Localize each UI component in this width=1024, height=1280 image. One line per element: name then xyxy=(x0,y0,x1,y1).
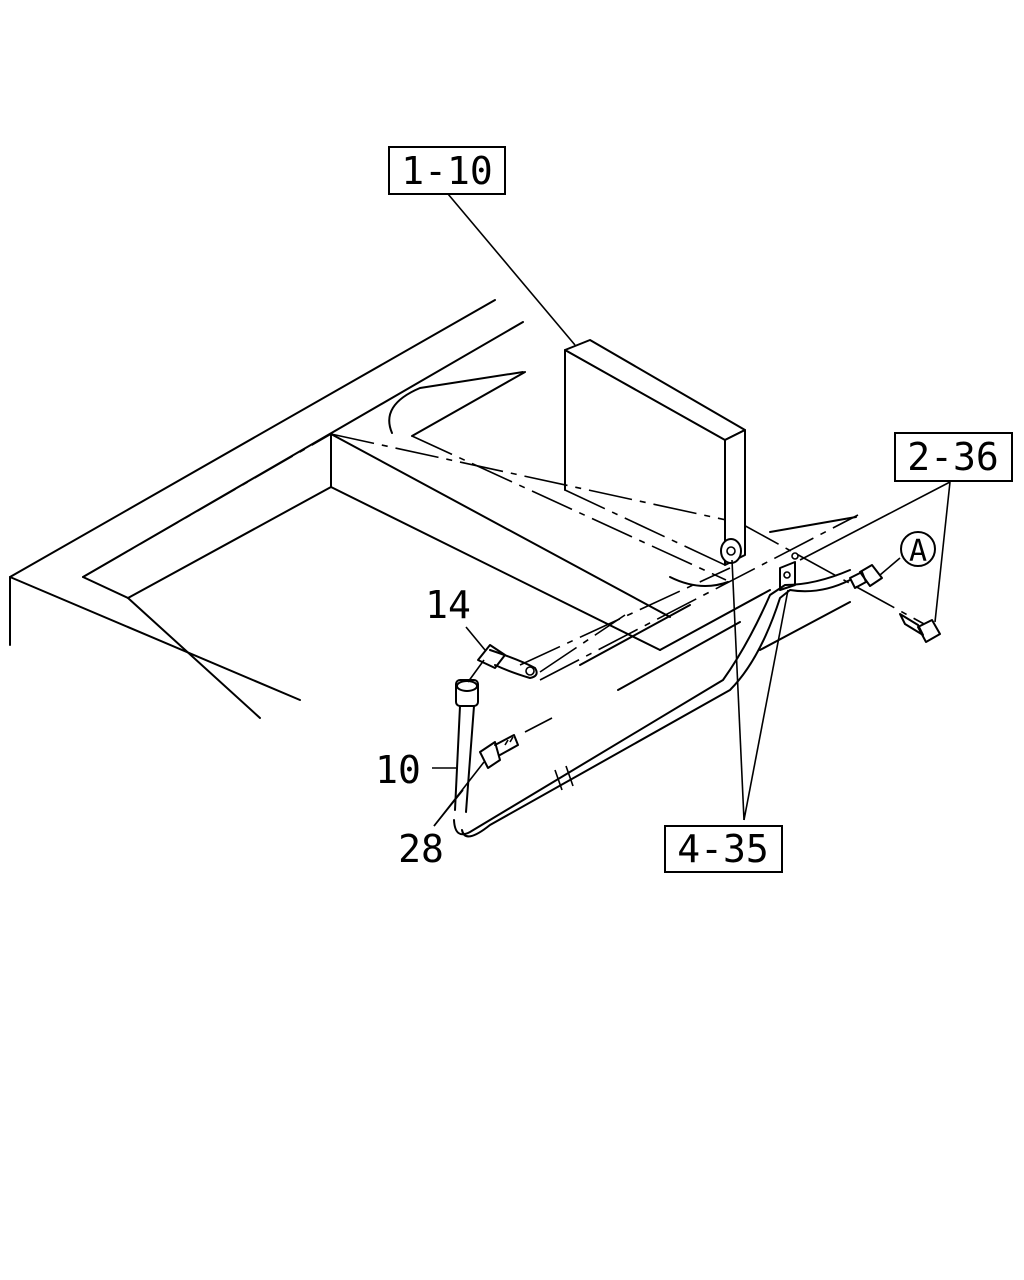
hose-fitting-10 xyxy=(454,679,479,813)
hose-assembly xyxy=(453,569,851,838)
control-unit-box xyxy=(564,339,746,566)
fitting-4-35 xyxy=(720,538,799,591)
leader-lines xyxy=(432,193,951,827)
callout-a: A xyxy=(900,531,936,569)
phantom-lines xyxy=(82,433,936,681)
callout-2-36: 2-36 xyxy=(894,432,1013,482)
hose-clamp-14 xyxy=(477,614,626,679)
bolt-2-36 xyxy=(899,613,941,643)
callout-28-text: 28 xyxy=(398,827,444,871)
connector-a xyxy=(849,564,883,589)
callout-2-36-text: 2-36 xyxy=(907,435,999,479)
callout-4-35-text: 4-35 xyxy=(677,827,769,871)
bolt-28 xyxy=(479,717,553,769)
callout-a-text: A xyxy=(909,534,927,569)
chassis-frame xyxy=(9,299,857,719)
callout-1-10-text: 1-10 xyxy=(401,149,493,193)
callout-14-text: 14 xyxy=(425,583,471,627)
callout-1-10: 1-10 xyxy=(388,146,506,195)
callout-10-text: 10 xyxy=(375,748,421,792)
callout-4-35: 4-35 xyxy=(664,825,783,873)
